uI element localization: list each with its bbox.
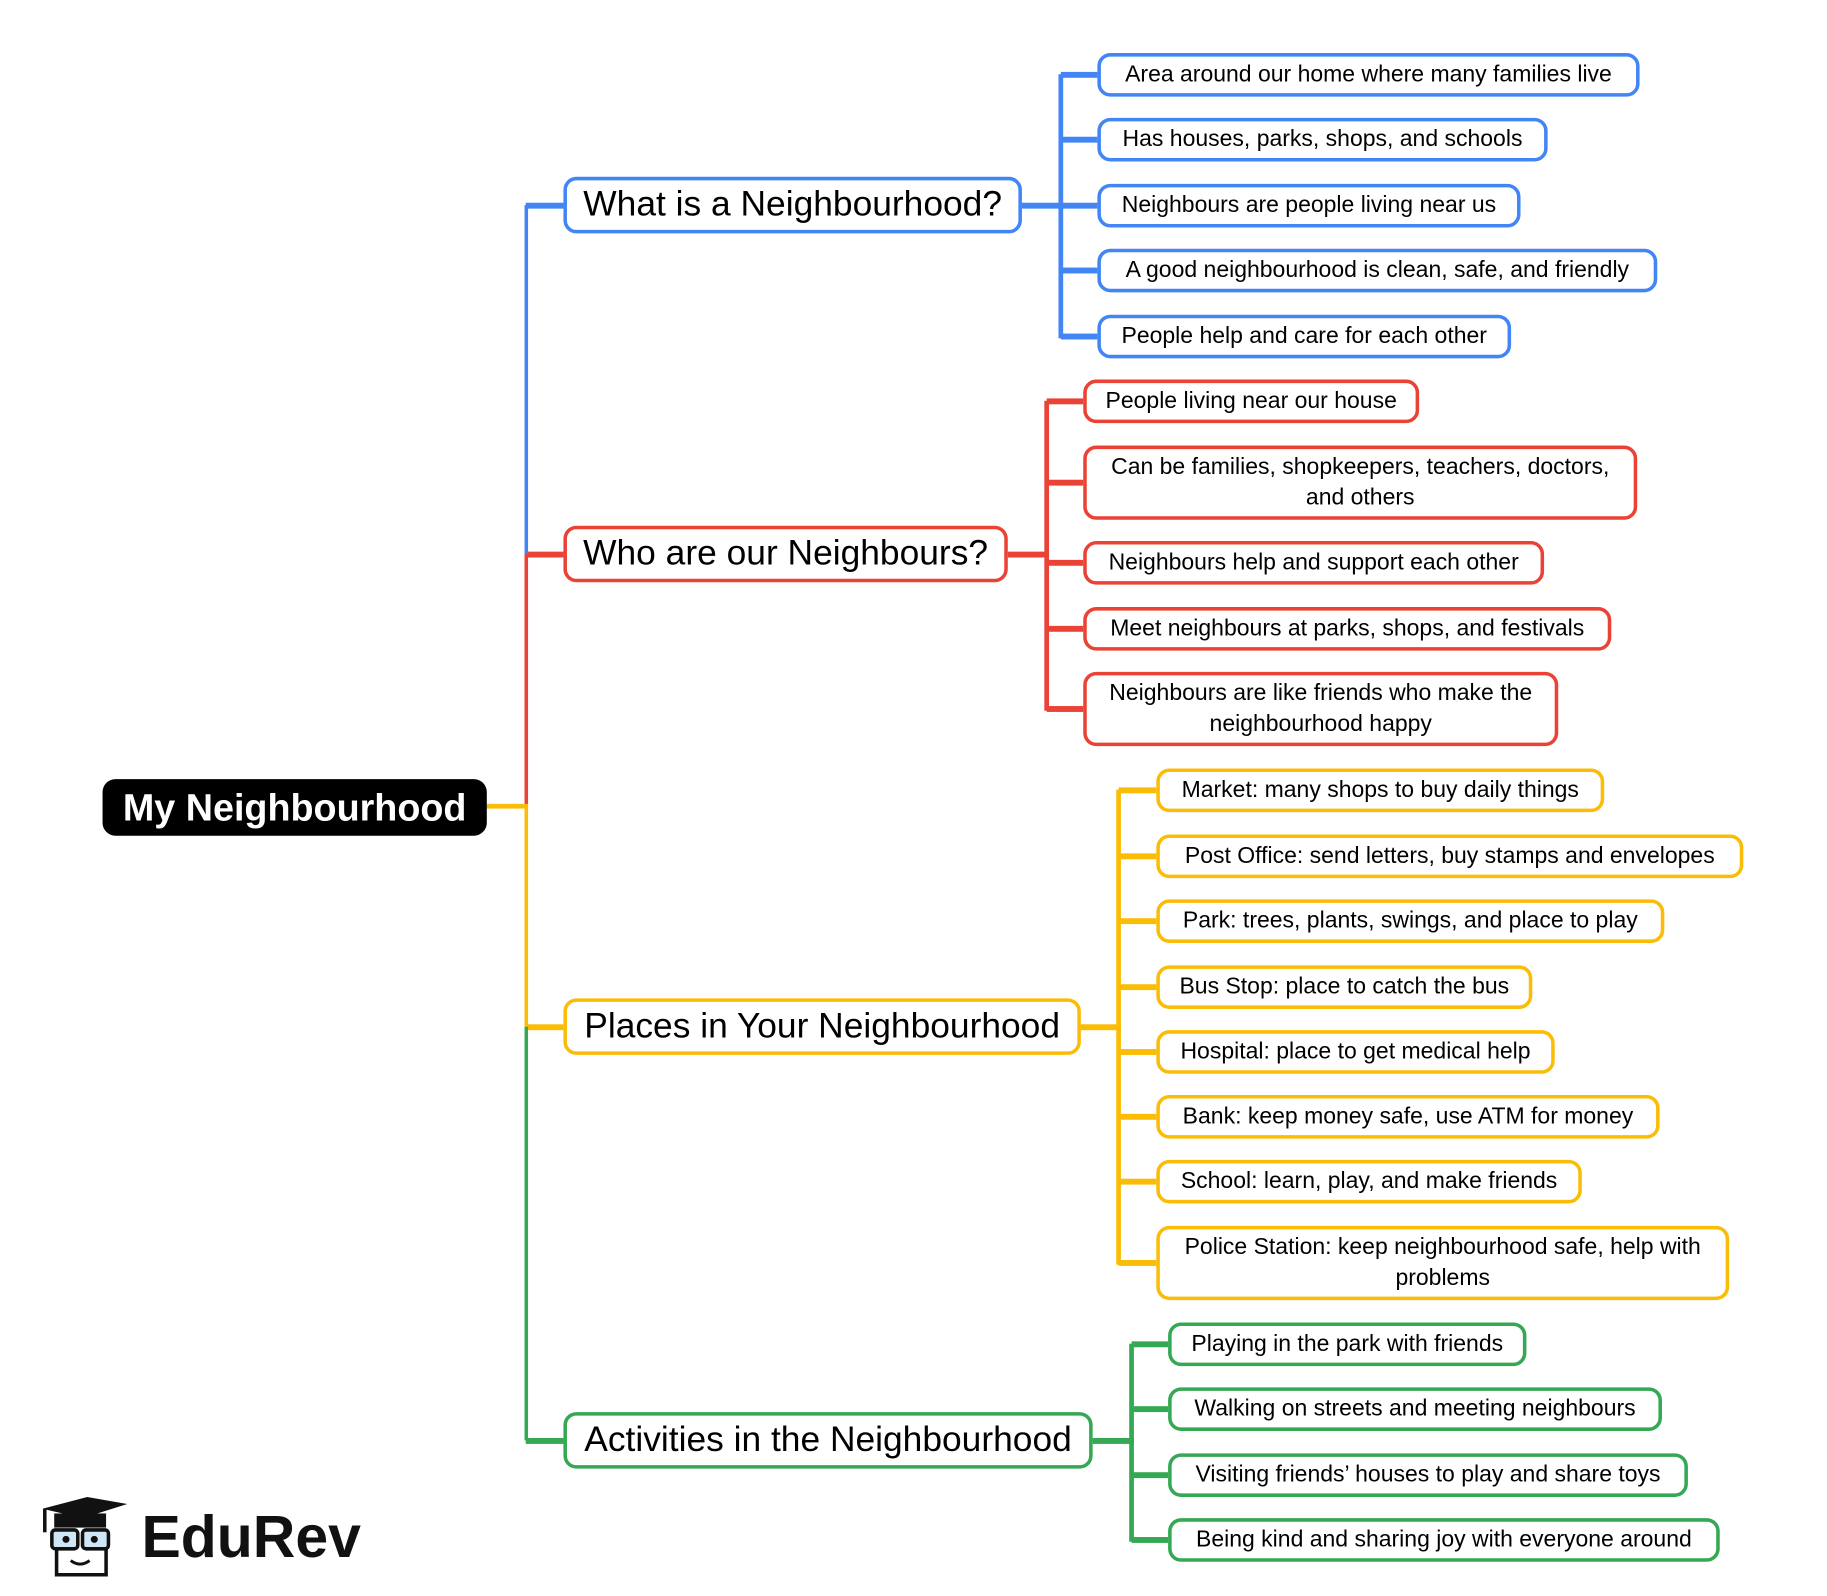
child-connector [1060,136,1098,143]
leaf-node: Meet neighbours at parks, shops, and fes… [1083,606,1612,651]
leaf-node: Park: trees, plants, swings, and place t… [1156,898,1665,943]
logo-text: EduRev [141,1504,361,1571]
child-connector [1060,202,1098,209]
leaf-node: Visiting friends’ houses to play and sha… [1168,1452,1688,1497]
child-connector [1118,853,1157,859]
child-connector [1118,787,1157,793]
child-connector [1046,706,1084,712]
leaf-node: Bank: keep money safe, use ATM for money [1156,1094,1660,1139]
leaf-node: Neighbours are people living near us [1097,183,1521,227]
child-connector [1046,479,1084,486]
child-connector [1118,984,1157,990]
branch-to-children-connector [1092,1437,1134,1444]
branch-connector [525,551,564,557]
branch-to-children-connector [1080,1023,1121,1030]
leaf-node: Walking on streets and meeting neighbour… [1168,1386,1662,1431]
child-connector [1131,1537,1169,1543]
branch-connector [525,1438,564,1444]
leaf-node: School: learn, play, and make friends [1156,1159,1582,1203]
branch-node: Activities in the Neighbourhood [563,1412,1093,1469]
trunk-line [523,205,529,554]
branch-connector [525,1024,564,1030]
trunk-line [523,553,529,807]
leaf-node: A good neighbourhood is clean, safe, and… [1097,248,1658,292]
child-connector [1046,625,1084,632]
root-node: My Neighbourhood [102,779,487,836]
leaf-node: Police Station: keep neighbourhood safe,… [1156,1225,1730,1300]
leaf-node: Area around our home where many families… [1097,52,1640,97]
edurev-logo: EduRev [35,1495,361,1580]
child-connector [1118,918,1157,924]
child-connector [1046,559,1084,566]
child-connector [1060,333,1098,339]
branch-connector [525,202,564,209]
leaf-node: People living near our house [1083,378,1420,423]
child-connector [1118,1049,1157,1055]
leaf-node: Has houses, parks, shops, and schools [1097,117,1548,161]
branch-node: What is a Neighbourhood? [563,176,1022,234]
branch-node: Places in Your Neighbourhood [563,998,1081,1055]
root-connector [486,803,529,809]
child-connector [1060,71,1098,78]
child-connector [1046,398,1084,404]
graduate-mascot-icon [42,1496,128,1577]
trunk-line [523,1026,529,1441]
leaf-node: Playing in the park with friends [1168,1321,1527,1366]
child-connector [1131,1406,1169,1412]
child-connector [1131,1472,1169,1478]
leaf-node: People help and care for each other [1097,314,1512,358]
leaf-node: Hospital: place to get medical help [1156,1029,1555,1074]
leaf-node: Being kind and sharing joy with everyone… [1168,1517,1720,1562]
branch-to-children-connector [1007,551,1050,557]
child-connector [1060,267,1098,273]
child-connector [1118,1178,1157,1185]
trunk-line [523,806,529,1027]
leaf-node: Neighbours help and support each other [1083,540,1545,585]
child-connector [1131,1341,1169,1347]
child-connector [1118,1260,1157,1266]
leaf-node: Bus Stop: place to catch the bus [1156,964,1533,1009]
branch-to-children-connector [1021,202,1064,209]
leaf-node: Neighbours are like friends who make the… [1083,671,1559,746]
leaf-node: Market: many shops to buy daily things [1156,767,1605,812]
branch-node: Who are our Neighbours? [563,525,1008,583]
leaf-node: Post Office: send letters, buy stamps an… [1156,833,1744,878]
child-connector [1118,1113,1157,1120]
leaf-node: Can be families, shopkeepers, teachers, … [1083,444,1638,520]
